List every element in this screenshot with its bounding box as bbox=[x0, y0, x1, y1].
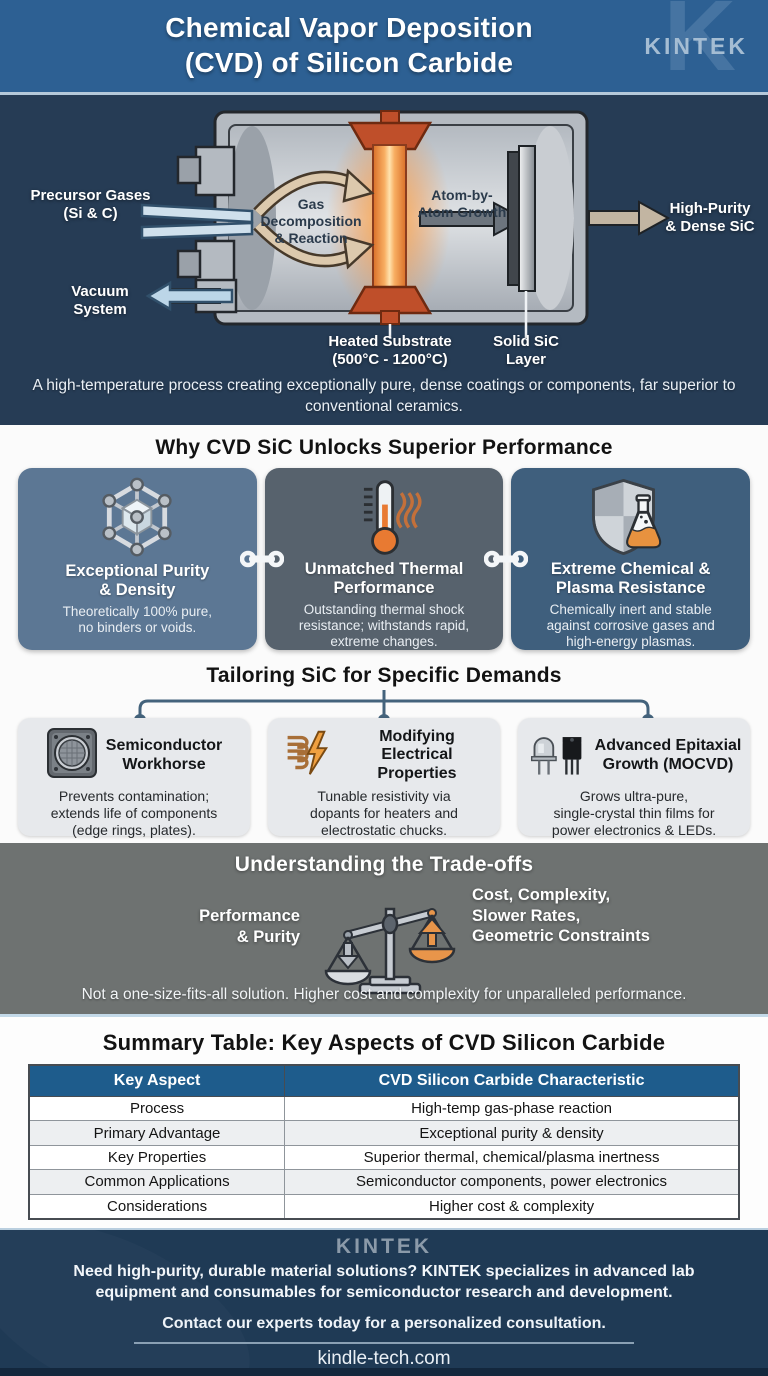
card-description: Theoretically 100% pure, no binders or v… bbox=[62, 603, 212, 636]
table-row: Common Applications Semiconductor compon… bbox=[28, 1169, 740, 1195]
summary-heading: Summary Table: Key Aspects of CVD Silico… bbox=[102, 1030, 666, 1055]
kintek-logo: KINTEK bbox=[644, 33, 748, 59]
card-title: Unmatched Thermal Performance bbox=[304, 560, 464, 598]
key-aspect-cell: Considerations bbox=[28, 1193, 286, 1220]
characteristic-cell: Semiconductor components, power electron… bbox=[284, 1169, 740, 1195]
thermometer-icon bbox=[341, 474, 427, 560]
bottom-strip bbox=[0, 1368, 768, 1376]
cost-complexity-label: Cost, Complexity, Slower Rates, Geometri… bbox=[472, 886, 650, 946]
tailoring-section: Tailoring SiC for Specific Demands bbox=[0, 658, 768, 843]
shield-flask-icon bbox=[586, 474, 676, 560]
page-title: Chemical Vapor Deposition (CVD) of Silic… bbox=[165, 12, 533, 78]
card-epitaxial-growth: Advanced Epitaxial Growth (MOCVD) Grows … bbox=[518, 718, 750, 838]
summary-table: Key Aspect CVD Silicon Carbide Character… bbox=[28, 1064, 740, 1220]
crystal-lattice-icon bbox=[94, 474, 180, 562]
card-title: Semiconductor Workhorse bbox=[105, 737, 223, 773]
key-aspect-cell: Process bbox=[28, 1095, 286, 1122]
diagram-caption: A high-temperature process creating exce… bbox=[32, 377, 736, 415]
heated-substrate-label: Heated Substrate (500°C - 1200°C) bbox=[328, 333, 452, 369]
footer-cta-text: Contact our experts today for a personal… bbox=[162, 1315, 606, 1332]
sic-layer-label: Solid SiC Layer bbox=[493, 333, 559, 369]
card-title: Modifying Electrical Properties bbox=[377, 727, 457, 782]
table-header-row: Key Aspect CVD Silicon Carbide Character… bbox=[28, 1064, 740, 1097]
vacuum-arrow-icon bbox=[145, 280, 234, 312]
characteristic-cell: Superior thermal, chemical/plasma inertn… bbox=[284, 1144, 740, 1171]
cvd-process-diagram: Precursor Gases (Si & C) Vacuum System G… bbox=[0, 95, 768, 425]
key-aspect-cell: Key Properties bbox=[28, 1144, 286, 1171]
key-aspect-cell: Common Applications bbox=[28, 1169, 286, 1195]
card-purity-density: Exceptional Purity & Density Theoretical… bbox=[18, 468, 257, 650]
vacuum-outlet bbox=[145, 278, 238, 314]
wafer-icon bbox=[46, 727, 98, 784]
output-arrow-icon bbox=[588, 200, 671, 236]
table-row: Considerations Higher cost & complexity bbox=[28, 1193, 740, 1220]
key-aspect-header: Key Aspect bbox=[28, 1064, 286, 1097]
header: K Chemical Vapor Deposition (CVD) of Sil… bbox=[0, 0, 768, 95]
chain-link-icon bbox=[240, 550, 284, 568]
chain-link-icon bbox=[484, 550, 528, 568]
tailoring-cards: Semiconductor Workhorse Prevents contami… bbox=[18, 718, 750, 838]
card-title: Advanced Epitaxial Growth (MOCVD) bbox=[594, 737, 742, 773]
led-transistor-icon bbox=[527, 727, 587, 784]
characteristic-cell: High-temp gas-phase reaction bbox=[284, 1095, 740, 1122]
down-arrow-icon bbox=[335, 942, 361, 970]
card-thermal-performance: Unmatched Thermal Performance Outstandin… bbox=[264, 468, 504, 650]
solid-sic-plate bbox=[507, 145, 536, 292]
card-title: Exceptional Purity & Density bbox=[65, 562, 210, 600]
atom-growth-label: Atom-by- Atom Growth bbox=[417, 187, 507, 221]
card-semiconductor-workhorse: Semiconductor Workhorse Prevents contami… bbox=[18, 718, 250, 838]
card-description: Tunable resistivity via dopants for heat… bbox=[310, 788, 458, 838]
tailoring-heading: Tailoring SiC for Specific Demands bbox=[206, 664, 562, 687]
kintek-footer-logo: KINTEK bbox=[335, 1235, 433, 1258]
table-row: Key Properties Superior thermal, chemica… bbox=[28, 1144, 740, 1171]
balance-scale-icon bbox=[324, 907, 456, 995]
footer-pitch-text: Need high-purity, durable material solut… bbox=[73, 1263, 695, 1301]
card-title: Extreme Chemical & Plasma Resistance bbox=[550, 560, 711, 598]
gas-flow-arrows bbox=[253, 168, 375, 270]
card-description: Chemically inert and stable against corr… bbox=[546, 601, 715, 650]
key-aspect-cell: Primary Advantage bbox=[28, 1120, 286, 1146]
performance-section: Why CVD SiC Unlocks Superior Performance bbox=[0, 425, 768, 658]
gas-inlet-pipes bbox=[140, 145, 254, 291]
table-row: Primary Advantage Exceptional purity & d… bbox=[28, 1120, 740, 1146]
vacuum-system-label: Vacuum System bbox=[71, 283, 129, 319]
kintek-k-watermark-icon: K bbox=[663, 0, 736, 92]
card-description: Grows ultra-pure, single-crystal thin fi… bbox=[551, 788, 717, 838]
leader-lines bbox=[388, 291, 528, 338]
characteristic-cell: Higher cost & complexity bbox=[284, 1193, 740, 1220]
card-electrical-properties: Modifying Electrical Properties Tunable … bbox=[268, 718, 500, 838]
card-chemical-resistance: Extreme Chemical & Plasma Resistance Che… bbox=[511, 468, 751, 650]
coil-bolt-icon bbox=[276, 727, 334, 784]
performance-cards: Exceptional Purity & Density Theoretical… bbox=[18, 468, 751, 650]
heated-substrate bbox=[327, 110, 451, 325]
tradeoffs-heading: Understanding the Trade-offs bbox=[234, 853, 534, 876]
tradeoffs-caption: Not a one-size-fits-all solution. Higher… bbox=[81, 986, 687, 1003]
tradeoffs-section: Understanding the Trade-offs bbox=[0, 843, 768, 1017]
footer: KINTEK Need high-purity, durable materia… bbox=[0, 1228, 768, 1370]
card-description: Prevents contamination; extends life of … bbox=[50, 788, 218, 838]
summary-section: Summary Table: Key Aspects of CVD Silico… bbox=[0, 1017, 768, 1228]
website-link: kindle-tech.com bbox=[134, 1342, 634, 1370]
characteristic-header: CVD Silicon Carbide Characteristic bbox=[284, 1064, 740, 1097]
card-description: Outstanding thermal shock resistance; wi… bbox=[298, 601, 470, 650]
precursor-gases-label: Precursor Gases (Si & C) bbox=[30, 187, 151, 223]
table-row: Process High-temp gas-phase reaction bbox=[28, 1095, 740, 1122]
performance-purity-label: Performance & Purity bbox=[199, 907, 300, 946]
gas-decomposition-label: Gas Decomposition & Reaction bbox=[260, 196, 362, 247]
performance-heading: Why CVD SiC Unlocks Superior Performance bbox=[155, 436, 613, 459]
cvd-chamber-illustration bbox=[140, 110, 671, 338]
output-label: High-Purity & Dense SiC bbox=[665, 200, 755, 236]
characteristic-cell: Exceptional purity & density bbox=[284, 1120, 740, 1146]
up-arrow-icon bbox=[417, 917, 447, 947]
